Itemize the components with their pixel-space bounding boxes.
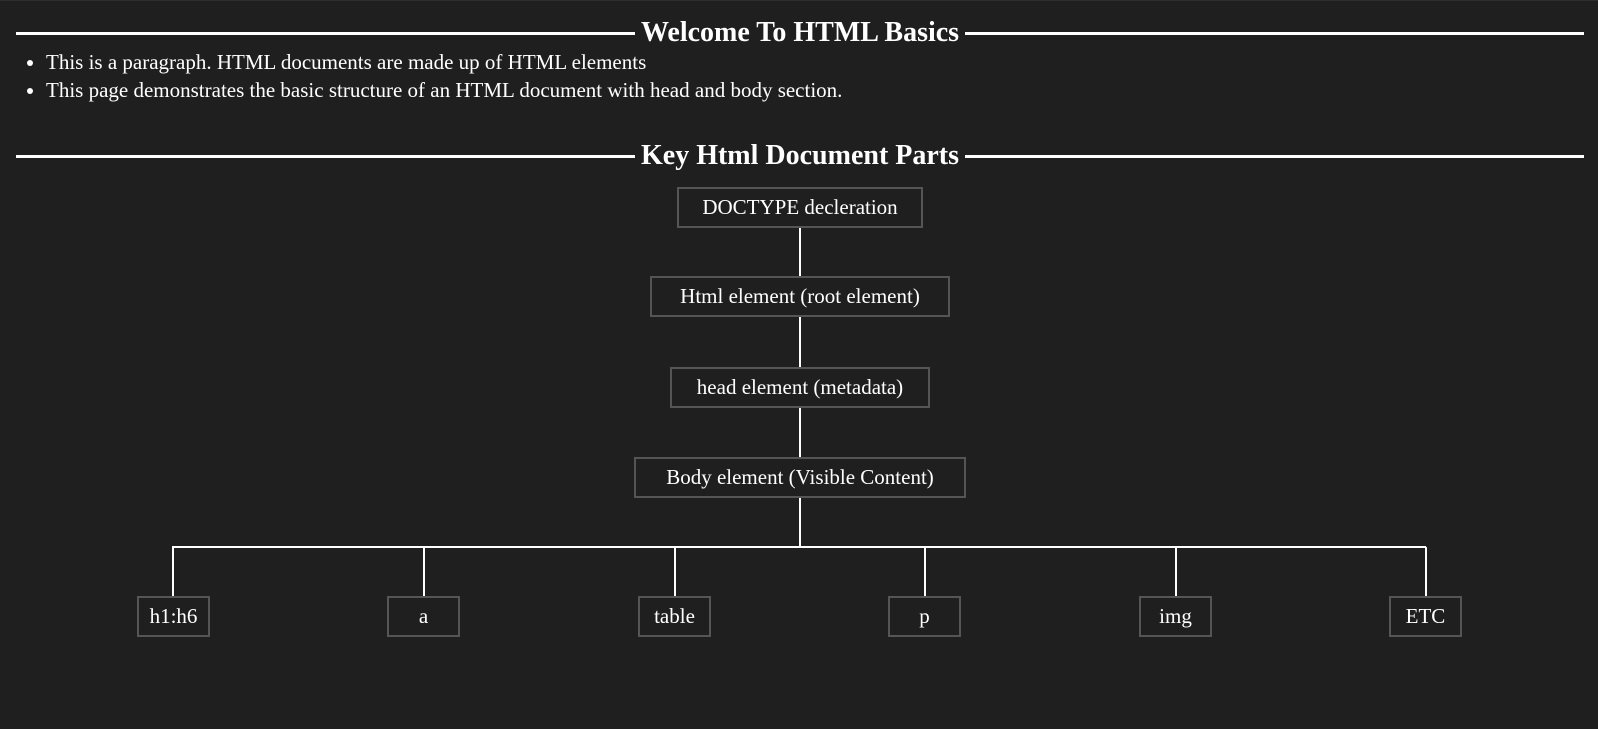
- welcome-heading: Welcome To HTML Basics: [16, 15, 1585, 51]
- heading-rule-left: [16, 154, 635, 158]
- node-head-element: head element (metadata): [670, 367, 930, 408]
- node-table: table: [638, 596, 711, 637]
- diagram-title: Key Html Document Parts: [640, 140, 960, 171]
- node-a: a: [387, 596, 460, 637]
- node-doctype: DOCTYPE decleration: [677, 187, 923, 228]
- heading-rule-right: [965, 31, 1585, 35]
- node-etc: ETC: [1389, 596, 1462, 637]
- intro-item: This is a paragraph. HTML documents are …: [46, 48, 842, 76]
- diagram-heading: Key Html Document Parts: [16, 138, 1585, 174]
- node-img: img: [1139, 596, 1212, 637]
- node-h1-h6: h1:h6: [137, 596, 210, 637]
- page-title: Welcome To HTML Basics: [640, 17, 960, 48]
- node-html-element: Html element (root element): [650, 276, 950, 317]
- intro-list: This is a paragraph. HTML documents are …: [0, 48, 842, 104]
- node-body-element: Body element (Visible Content): [634, 457, 966, 498]
- heading-rule-right: [965, 154, 1585, 158]
- heading-rule-left: [16, 31, 635, 35]
- intro-item: This page demonstrates the basic structu…: [46, 76, 842, 104]
- node-p: p: [888, 596, 961, 637]
